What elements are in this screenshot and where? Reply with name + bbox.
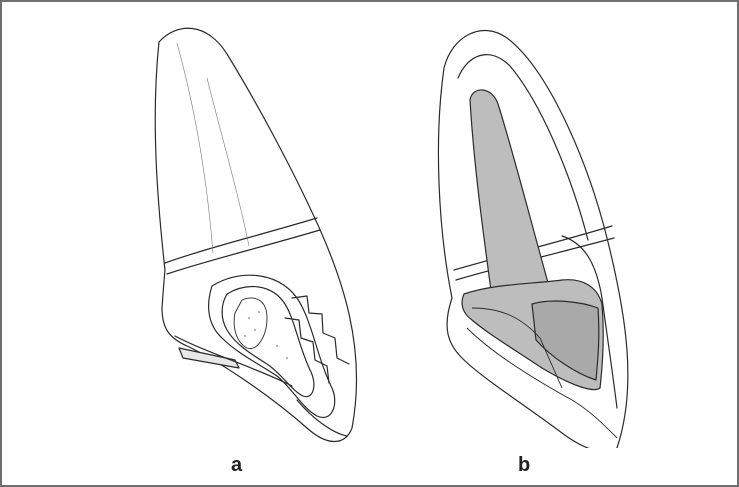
panel-label-b: b — [518, 454, 530, 477]
panel-a-drawing — [117, 8, 447, 448]
tooth-a-illustration — [117, 8, 447, 448]
stipple-a-6 — [286, 357, 288, 359]
stipple-a-2 — [254, 329, 256, 331]
cej-line-a — [165, 218, 317, 263]
stipple-a-5 — [276, 345, 278, 347]
cej-line-a2 — [167, 230, 320, 274]
cavity-a-outer — [209, 275, 335, 417]
stipple-a-3 — [244, 335, 246, 337]
canal-line-a1 — [177, 43, 213, 253]
shaded-canal-b — [470, 90, 550, 300]
canal-line-a2 — [207, 78, 249, 246]
panel-b-drawing — [412, 8, 739, 448]
stipple-a-4 — [258, 311, 260, 313]
stipple-a-1 — [248, 317, 250, 319]
tooth-b-illustration — [412, 8, 739, 448]
cavity-a-core — [234, 298, 267, 349]
tooth-a-outline — [155, 28, 356, 441]
panel-label-a: a — [231, 454, 242, 477]
flap-a-line — [175, 336, 292, 386]
